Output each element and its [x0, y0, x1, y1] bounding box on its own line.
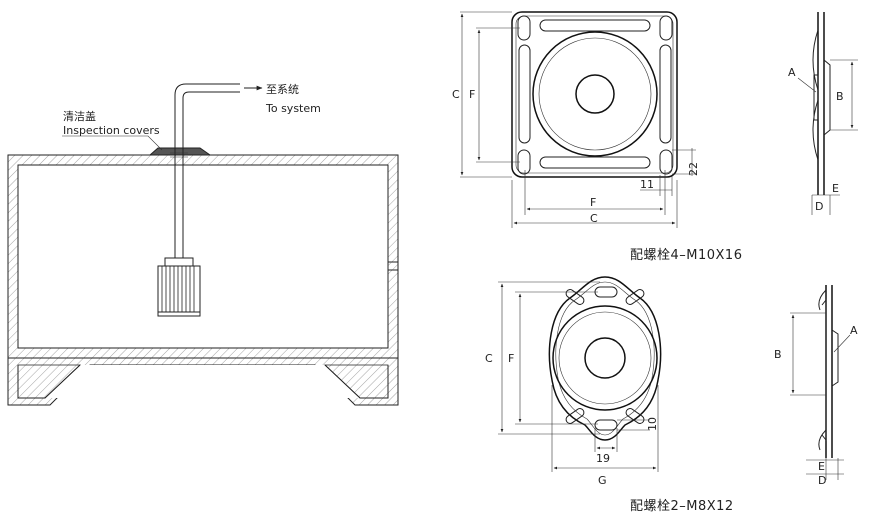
- side-B: B: [836, 90, 844, 103]
- cover-label-cn: 清洁盖: [63, 109, 96, 123]
- oval-flange-dimensions: C F 19 10 G: [485, 281, 659, 487]
- dim-F-vertical: F: [469, 88, 475, 101]
- oval-dim-19: 19: [596, 452, 610, 465]
- oval-dim-G: G: [598, 474, 607, 487]
- tank-view: 清洁盖 Inspection covers 至系统 To system: [7, 83, 399, 406]
- oval-side-E: E: [818, 460, 825, 473]
- tank-wall: [7, 154, 399, 359]
- oval-side-A: A: [850, 324, 858, 337]
- square-flange-dimensions: C F F C 11 22: [452, 11, 700, 228]
- oval-flange-caption: 配螺栓2–M8X12: [630, 499, 734, 514]
- oval-flange-side-view: B A E D: [774, 285, 858, 487]
- suction-filter: [157, 257, 201, 317]
- oval-dim-C: C: [485, 352, 493, 365]
- to-system-en: To system: [265, 102, 321, 115]
- dim-F-horizontal: F: [590, 196, 596, 209]
- oval-dim-F: F: [508, 352, 514, 365]
- inspection-cover: [148, 147, 212, 156]
- oval-side-D: D: [818, 474, 826, 487]
- suction-pipe: [170, 83, 240, 262]
- oval-dim-10: 10: [646, 417, 659, 431]
- dim-C-vertical: C: [452, 88, 460, 101]
- square-flange-caption: 配螺栓4–M10X16: [630, 248, 742, 263]
- dim-22: 22: [687, 162, 700, 176]
- oval-side-B: B: [774, 348, 782, 361]
- square-flange-side-view: B A D E: [788, 12, 858, 215]
- oval-flange-front-view: [548, 276, 662, 441]
- side-A: A: [788, 66, 796, 79]
- cover-label-en: Inspection covers: [63, 124, 160, 137]
- side-E: E: [832, 182, 839, 195]
- square-flange-front-view: [511, 11, 678, 178]
- dim-11: 11: [640, 178, 654, 191]
- dim-C-horizontal: C: [590, 212, 598, 225]
- side-D: D: [815, 200, 823, 213]
- to-system-cn: 至系统: [266, 83, 299, 96]
